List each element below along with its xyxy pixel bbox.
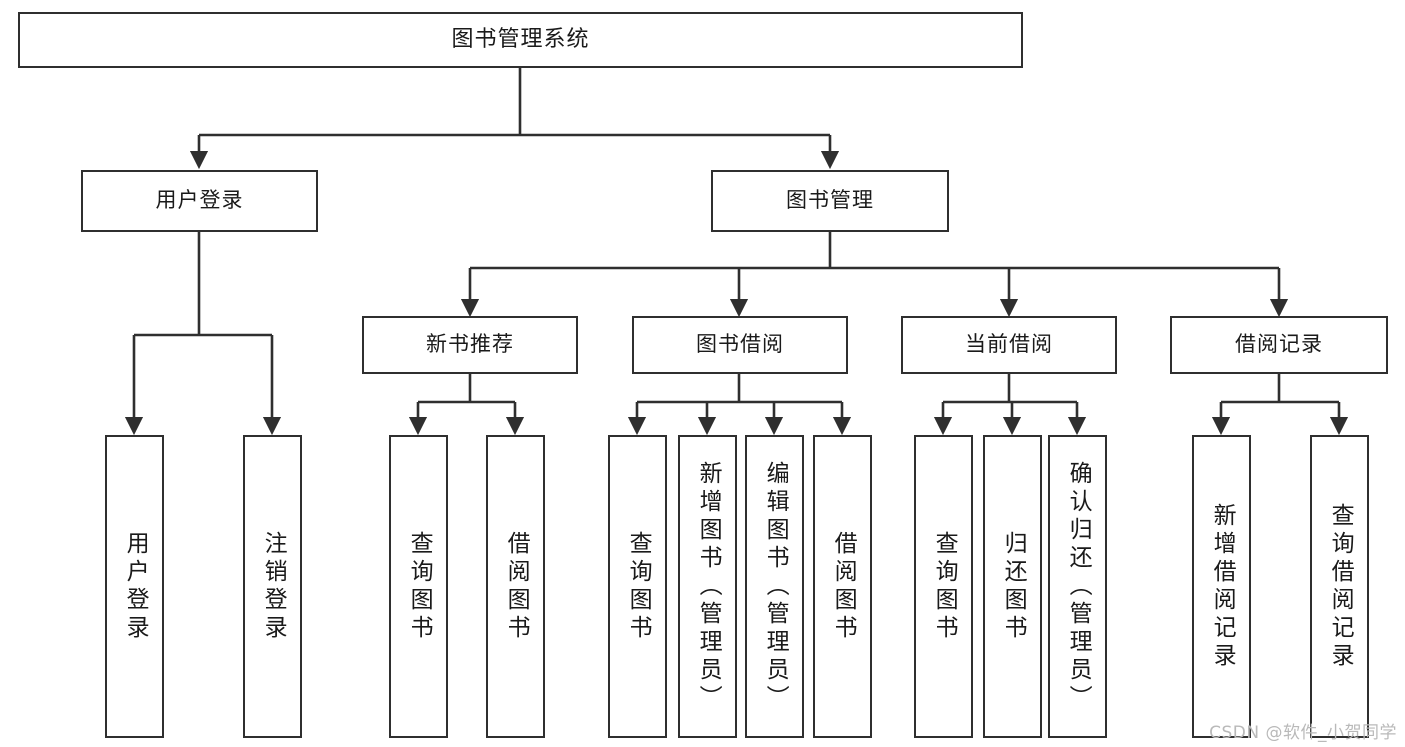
node-leaf-user-login-label: 用户登录 [122, 530, 149, 643]
node-leaf-add-record-label: 新增借阅记录 [1209, 502, 1236, 671]
node-leaf-borrow-book-b-label: 借阅图书 [830, 530, 857, 643]
node-borrow-record-label: 借阅记录 [1235, 332, 1323, 357]
node-user-login-label: 用户登录 [155, 188, 244, 213]
node-leaf-borrow-book-a-label: 借阅图书 [503, 530, 530, 643]
node-leaf-query-record-label: 查询借阅记录 [1327, 502, 1354, 671]
node-leaf-logout-label: 注销登录 [260, 530, 287, 643]
node-current-borrow[interactable]: 当前借阅 [901, 316, 1117, 374]
node-leaf-add-book[interactable]: 新增图书（管理员） [678, 435, 737, 738]
node-leaf-edit-book[interactable]: 编辑图书（管理员） [745, 435, 804, 738]
node-new-book-recommend[interactable]: 新书推荐 [362, 316, 578, 374]
node-root-label: 图书管理系统 [451, 26, 590, 52]
watermark: CSDN @软件_小贺同学 [1209, 723, 1397, 743]
node-leaf-return-book-label: 归还图书 [1000, 530, 1027, 643]
node-new-book-recommend-label: 新书推荐 [426, 332, 514, 357]
node-leaf-add-book-label: 新增图书（管理员） [695, 460, 722, 713]
node-leaf-query-book-b-label: 查询图书 [625, 530, 652, 643]
node-leaf-query-book-a[interactable]: 查询图书 [389, 435, 448, 738]
node-leaf-logout[interactable]: 注销登录 [243, 435, 302, 738]
node-root[interactable]: 图书管理系统 [18, 12, 1023, 68]
node-current-borrow-label: 当前借阅 [965, 332, 1053, 357]
node-book-borrow-label: 图书借阅 [696, 332, 784, 357]
node-leaf-query-book-c-label: 查询图书 [931, 530, 958, 643]
node-leaf-confirm-return[interactable]: 确认归还（管理员） [1048, 435, 1107, 738]
node-user-login[interactable]: 用户登录 [81, 170, 318, 232]
node-leaf-borrow-book-b[interactable]: 借阅图书 [813, 435, 872, 738]
node-leaf-query-book-b[interactable]: 查询图书 [608, 435, 667, 738]
node-borrow-record[interactable]: 借阅记录 [1170, 316, 1388, 374]
node-leaf-query-book-a-label: 查询图书 [406, 530, 433, 643]
node-book-borrow[interactable]: 图书借阅 [632, 316, 848, 374]
node-leaf-add-record[interactable]: 新增借阅记录 [1192, 435, 1251, 738]
node-leaf-edit-book-label: 编辑图书（管理员） [762, 460, 789, 713]
node-leaf-confirm-return-label: 确认归还（管理员） [1065, 460, 1092, 713]
node-leaf-user-login[interactable]: 用户登录 [105, 435, 164, 738]
node-book-manage-label: 图书管理 [786, 188, 874, 213]
node-book-manage[interactable]: 图书管理 [711, 170, 949, 232]
node-leaf-borrow-book-a[interactable]: 借阅图书 [486, 435, 545, 738]
node-leaf-query-record[interactable]: 查询借阅记录 [1310, 435, 1369, 738]
node-leaf-query-book-c[interactable]: 查询图书 [914, 435, 973, 738]
node-leaf-return-book[interactable]: 归还图书 [983, 435, 1042, 738]
